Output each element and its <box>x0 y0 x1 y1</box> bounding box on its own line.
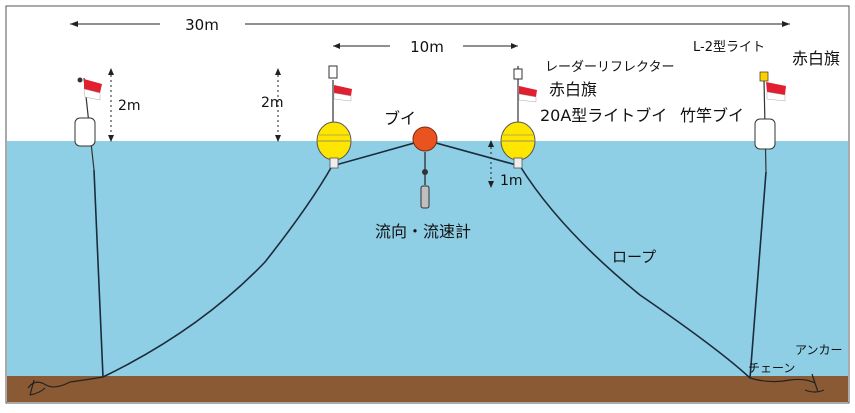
float-icon <box>754 118 776 150</box>
rope-label: ロープ <box>612 248 656 266</box>
red-white-flag-icon <box>518 86 537 103</box>
inner-span-label: 10m <box>410 38 444 56</box>
dimension-1m: 1m <box>488 140 523 189</box>
sensor-depth-label: 1m <box>500 173 523 189</box>
flag-tip-icon <box>77 77 83 83</box>
dimension-30m: 30m <box>70 16 790 34</box>
light-buoy-20a-label: 20A型ライトブイ <box>540 106 667 125</box>
frame-border <box>5 5 850 404</box>
dimension-10m: 10m <box>333 38 518 56</box>
left-bamboo-buoy <box>74 77 104 378</box>
current-meter-icon <box>420 169 430 209</box>
buoy-label: ブイ <box>384 109 416 128</box>
red-white-flag-icon <box>766 82 786 102</box>
current-meter-label: 流向・流速計 <box>375 222 471 241</box>
dimension-2m-mid: 2m <box>261 68 284 142</box>
red-white-flag-mid-label: 赤白旗 <box>549 80 597 99</box>
red-white-flag-icon <box>333 85 352 102</box>
center-buoy <box>412 126 438 185</box>
light-l2-label: L-2型ライト <box>693 40 765 55</box>
light-buoy-left <box>316 65 352 169</box>
chain-label: チェーン <box>748 361 795 375</box>
radar-reflector-label: レーダーリフレクター <box>545 60 674 75</box>
seabed-region <box>7 376 848 402</box>
right-anchor-icon <box>749 373 825 393</box>
light-buoy-right <box>500 66 537 169</box>
red-white-flag-icon <box>83 79 102 101</box>
red-white-flag-right-label: 赤白旗 <box>792 49 840 68</box>
flag-height-mid-label: 2m <box>261 95 284 111</box>
light-icon <box>328 65 338 79</box>
left-anchor-icon <box>27 376 104 396</box>
orange-buoy-icon <box>412 126 438 152</box>
flag-height-left-label: 2m <box>118 98 141 114</box>
anchor-label: アンカー <box>795 343 843 357</box>
light-icon <box>759 71 769 82</box>
radar-reflector-icon <box>513 68 523 80</box>
water-region <box>7 141 848 377</box>
dimension-2m-left: 2m <box>108 68 141 142</box>
right-bamboo-buoy <box>749 71 786 379</box>
total-span-label: 30m <box>185 16 219 34</box>
float-icon <box>74 117 96 147</box>
bamboo-buoy-label: 竹竿ブイ <box>680 106 744 125</box>
